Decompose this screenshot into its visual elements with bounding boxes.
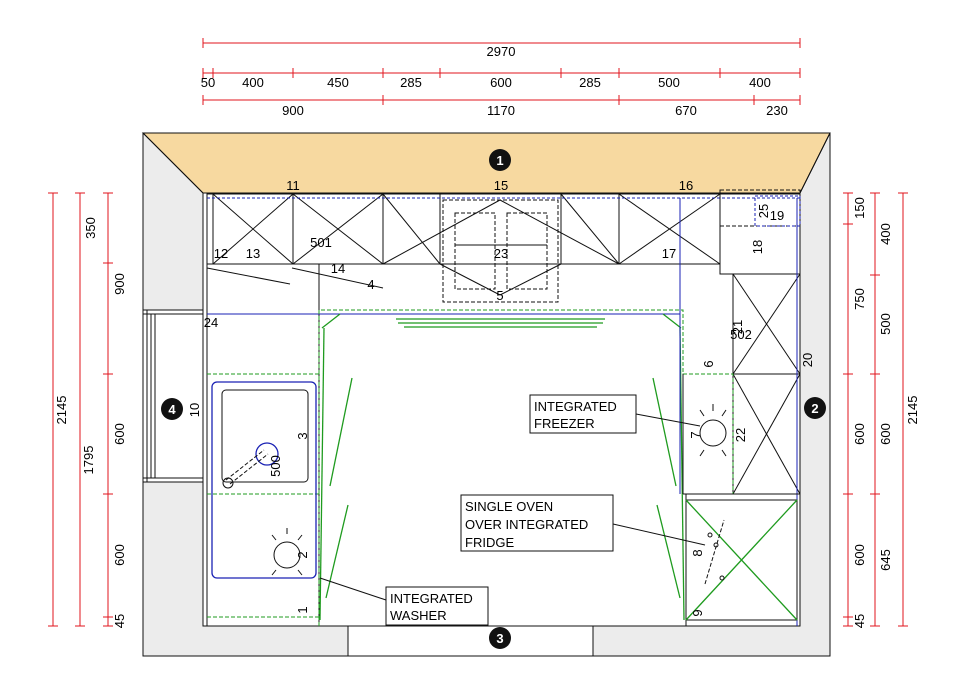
dim-right-inner-4: 45 — [852, 614, 867, 628]
wall-units-top — [206, 193, 800, 303]
callout-washer-line2: WASHER — [390, 608, 447, 623]
base-door-swings — [318, 309, 685, 626]
unit-label: 13 — [246, 246, 260, 261]
unit-label: 11 — [286, 178, 300, 193]
unit-label: 7 — [688, 431, 703, 438]
unit-label: 14 — [331, 261, 345, 276]
top-dimensions: 2970 50 400 450 285 600 285 500 400 900 … — [201, 38, 801, 118]
sink-outer — [211, 381, 317, 579]
unit-label: 20 — [800, 353, 815, 367]
unit-label: 10 — [187, 403, 202, 417]
unit-label: 22 — [733, 428, 748, 442]
unit-label: 4 — [367, 277, 374, 292]
dim-top-row1-6: 500 — [658, 75, 680, 90]
dim-right-inner-2: 600 — [852, 423, 867, 445]
callout-freezer-line2: FREEZER — [534, 416, 595, 431]
unit-label: 21 — [730, 320, 745, 334]
unit-label: 24 — [204, 315, 218, 330]
unit-label: 15 — [494, 178, 508, 193]
dim-left-inner-4: 45 — [112, 614, 127, 628]
dim-top-row1-5: 285 — [579, 75, 601, 90]
unit-label: 18 — [750, 240, 765, 254]
dim-top-row1-7: 400 — [749, 75, 771, 90]
dim-top-row1-2: 450 — [327, 75, 349, 90]
unit-label: 8 — [690, 549, 705, 556]
sink-bowl — [221, 389, 309, 483]
wall-marker-4: 4 — [161, 398, 183, 420]
dim-top-row2-1: 1170 — [487, 103, 515, 118]
dim-top-row2-3: 230 — [766, 103, 788, 118]
unit-label: 6 — [701, 360, 716, 367]
dim-right-mid-3: 645 — [878, 549, 893, 571]
dim-top-row2-0: 900 — [282, 103, 304, 118]
unit-label: 3 — [295, 432, 310, 439]
callout-freezer-line1: INTEGRATED — [534, 399, 617, 414]
dim-right-outer: 2145 — [905, 396, 920, 425]
wall-marker-2: 2 — [804, 397, 826, 419]
dim-right-inner-1: 750 — [852, 288, 867, 310]
callout-oven-line1: SINGLE OVEN — [465, 499, 553, 514]
right-dimensions: 150 750 600 600 45 400 500 600 645 2145 — [843, 192, 920, 628]
unit-label: 1 — [295, 606, 310, 613]
callout-oven: SINGLE OVEN OVER INTEGRATED FRIDGE — [460, 494, 706, 552]
unit-label: 12 — [214, 246, 228, 261]
dim-left-outer: 2145 — [54, 396, 69, 425]
svg-text:1: 1 — [496, 153, 503, 168]
svg-text:2: 2 — [811, 401, 818, 416]
unit-label: 2 — [295, 551, 310, 558]
dim-right-inner-0: 150 — [852, 197, 867, 219]
unit-label: 16 — [679, 178, 693, 193]
svg-text:3: 3 — [496, 631, 503, 646]
dim-top-row1-1: 400 — [242, 75, 264, 90]
dim-top-row2-2: 670 — [675, 103, 697, 118]
callout-oven-line2: OVER INTEGRATED — [465, 517, 588, 532]
wall-markers: 1 2 3 4 — [161, 149, 826, 649]
left-window — [142, 309, 204, 483]
unit-label: 25 — [756, 204, 771, 218]
dim-left-inner-1: 900 — [112, 273, 127, 295]
dim-top-row1-3: 285 — [400, 75, 422, 90]
dim-right-mid-2: 600 — [878, 423, 893, 445]
callout-freezer: INTEGRATED FREEZER — [529, 394, 701, 434]
unit-label: 500 — [268, 455, 283, 477]
door-opening — [347, 625, 594, 657]
dim-top-row1-0: 50 — [201, 75, 215, 90]
right-run — [679, 198, 801, 626]
dim-right-mid-1: 500 — [878, 313, 893, 335]
wall-marker-3: 3 — [489, 627, 511, 649]
dim-right-inner-3: 600 — [852, 544, 867, 566]
dim-left-inner-2: 600 — [112, 423, 127, 445]
left-dimensions: 2145 1795 350 900 600 600 45 — [48, 192, 127, 628]
dim-left-mid: 1795 — [81, 446, 96, 475]
unit-numbers: 11 15 16 12 13 501 14 4 23 5 17 18 25 19… — [187, 178, 815, 617]
dim-left-inner-3: 600 — [112, 544, 127, 566]
back-wall-highlight — [141, 132, 831, 194]
callout-oven-line3: FRIDGE — [465, 535, 514, 550]
unit-label: 17 — [662, 246, 676, 261]
svg-text:4: 4 — [168, 402, 176, 417]
dim-top-total: 2970 — [487, 44, 516, 59]
unit-label: 502 — [730, 327, 752, 342]
room-floor — [202, 192, 801, 627]
wall-marker-1: 1 — [489, 149, 511, 171]
dim-top-row1-4: 600 — [490, 75, 512, 90]
callout-washer-line1: INTEGRATED — [390, 591, 473, 606]
unit-label: 23 — [494, 246, 508, 261]
dim-left-inner-0: 350 — [83, 217, 98, 239]
unit-label: 501 — [310, 235, 332, 250]
unit-label: 19 — [770, 208, 784, 223]
unit-label: 9 — [690, 609, 705, 616]
unit-label: 5 — [496, 288, 503, 303]
callout-washer: INTEGRATED WASHER — [319, 577, 489, 626]
dim-right-mid-0: 400 — [878, 223, 893, 245]
